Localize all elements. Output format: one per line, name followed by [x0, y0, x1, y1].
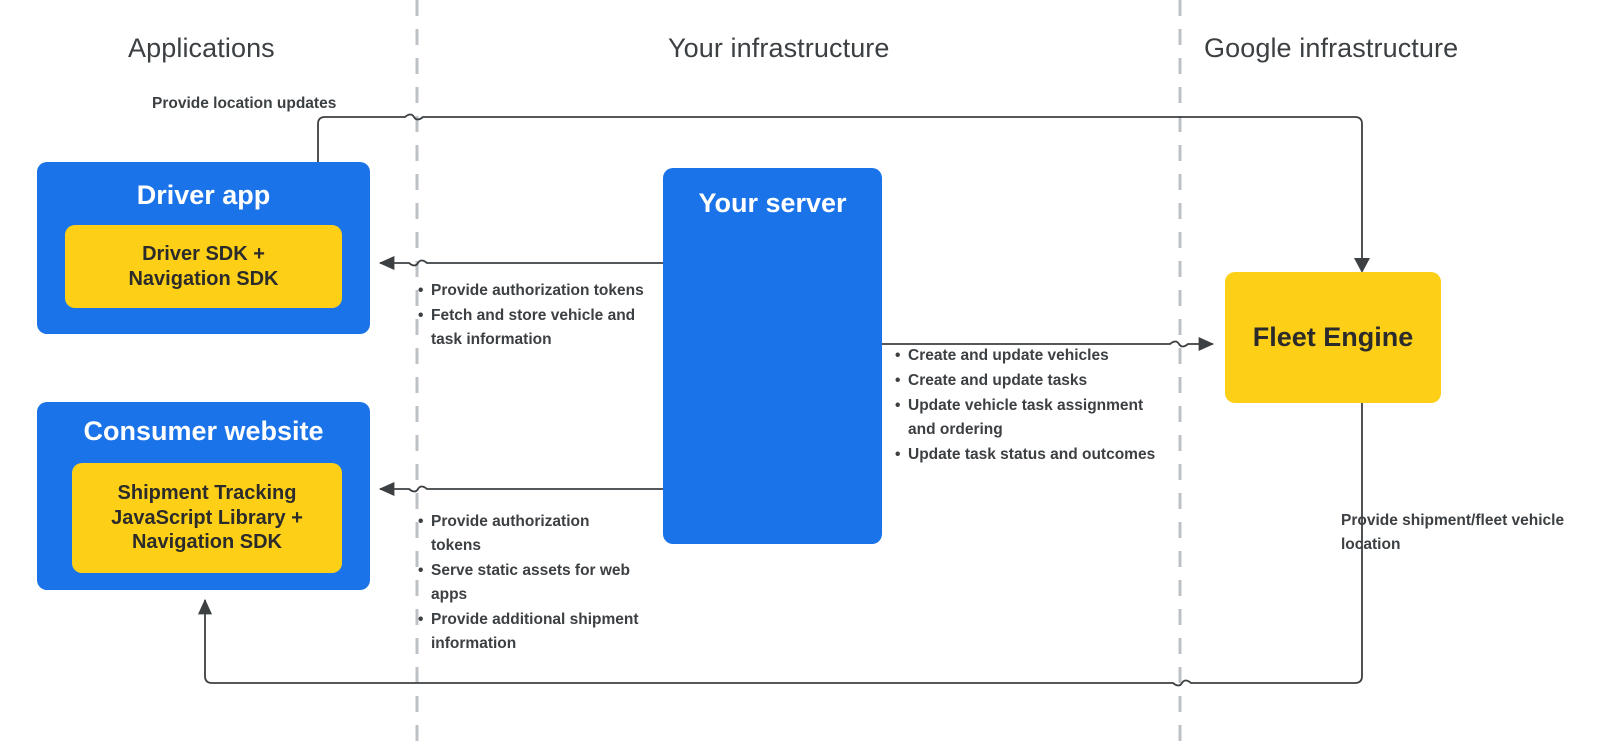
list-item: Provide authorization tokens	[418, 279, 650, 303]
annotation-provide-location-updates: Provide location updates	[152, 95, 337, 112]
column-heading-google-infrastructure: Google infrastructure	[1204, 33, 1459, 63]
node-consumer-website-title: Consumer website	[83, 416, 324, 446]
node-shipment-tracking-library-label: Shipment Tracking JavaScript Library + N…	[111, 481, 303, 554]
annotation-consumer-to-server: Provide authorization tokens Serve stati…	[418, 510, 643, 657]
tracking-lib-line-1: Shipment Tracking	[117, 482, 297, 505]
node-your-server-title: Your server	[698, 188, 847, 218]
node-shipment-tracking-library[interactable]: Shipment Tracking JavaScript Library + N…	[72, 463, 342, 573]
node-your-server[interactable]: Your server	[663, 168, 882, 544]
column-heading-applications: Applications	[128, 33, 275, 63]
list-item: Fetch and store vehicle and task informa…	[418, 304, 650, 352]
driver-sdk-line-1: Driver SDK +	[142, 243, 265, 266]
annotation-driver-to-server-list: Provide authorization tokens Fetch and s…	[418, 279, 650, 352]
wire-server-to-consumer	[378, 481, 663, 497]
annotation-consumer-to-server-list: Provide authorization tokens Serve stati…	[418, 510, 643, 656]
node-driver-sdk-label: Driver SDK + Navigation SDK	[128, 242, 278, 291]
arrowhead-fleet-engine-top	[1354, 258, 1370, 273]
annotation-server-to-fleet-list: Create and update vehicles Create and up…	[895, 344, 1160, 467]
driver-sdk-line-2: Navigation SDK	[128, 267, 279, 290]
annotation-server-to-fleet: Create and update vehicles Create and up…	[895, 344, 1160, 468]
list-item: Create and update vehicles	[895, 344, 1160, 368]
column-heading-your-infrastructure: Your infrastructure	[668, 33, 890, 63]
list-item: Serve static assets for web apps	[418, 559, 643, 607]
node-driver-sdk[interactable]: Driver SDK + Navigation SDK	[65, 225, 342, 308]
wire-server-to-driver	[378, 255, 663, 271]
tracking-lib-line-2: JavaScript Library +	[111, 506, 303, 529]
annotation-driver-to-server: Provide authorization tokens Fetch and s…	[418, 279, 650, 353]
list-item: Create and update tasks	[895, 369, 1160, 393]
tracking-lib-line-3: Navigation SDK	[131, 531, 283, 554]
annotation-fleet-engine-output: Provide shipment/fleet vehicle location	[1341, 512, 1565, 554]
node-fleet-engine-label: Fleet Engine	[1252, 322, 1414, 353]
list-item: Update task status and outcomes	[895, 443, 1160, 467]
list-item: Provide additional shipment information	[418, 608, 643, 656]
node-driver-app-title: Driver app	[136, 180, 271, 210]
node-fleet-engine[interactable]: Fleet Engine	[1225, 272, 1441, 403]
list-item: Provide authorization tokens	[418, 510, 643, 558]
list-item: Update vehicle task assignment and order…	[895, 394, 1160, 442]
